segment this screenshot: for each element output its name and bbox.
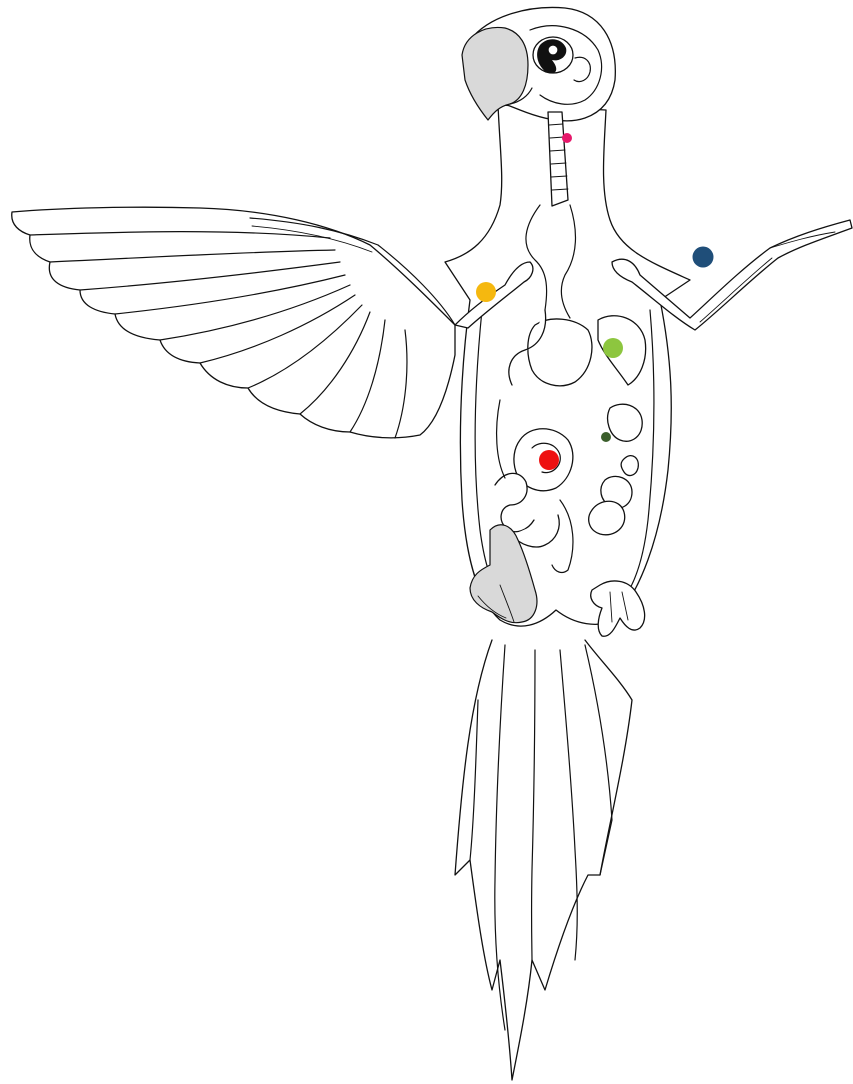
eye [548,45,558,55]
left-wing [12,207,533,438]
gizzard-marker[interactable] [539,450,559,470]
upper-organ-marker[interactable] [603,338,623,358]
wing-outline [12,207,455,438]
head [462,7,615,120]
neck-marker[interactable] [562,133,572,143]
tail-feathers [455,640,632,1080]
kidney-middle [621,456,638,476]
right-wing-bone-line [700,258,772,322]
wing-joint-marker[interactable] [476,282,496,302]
tail-feather-outer-left [455,640,632,1080]
right-wing-marker[interactable] [693,247,714,268]
small-organ-marker[interactable] [601,432,611,442]
